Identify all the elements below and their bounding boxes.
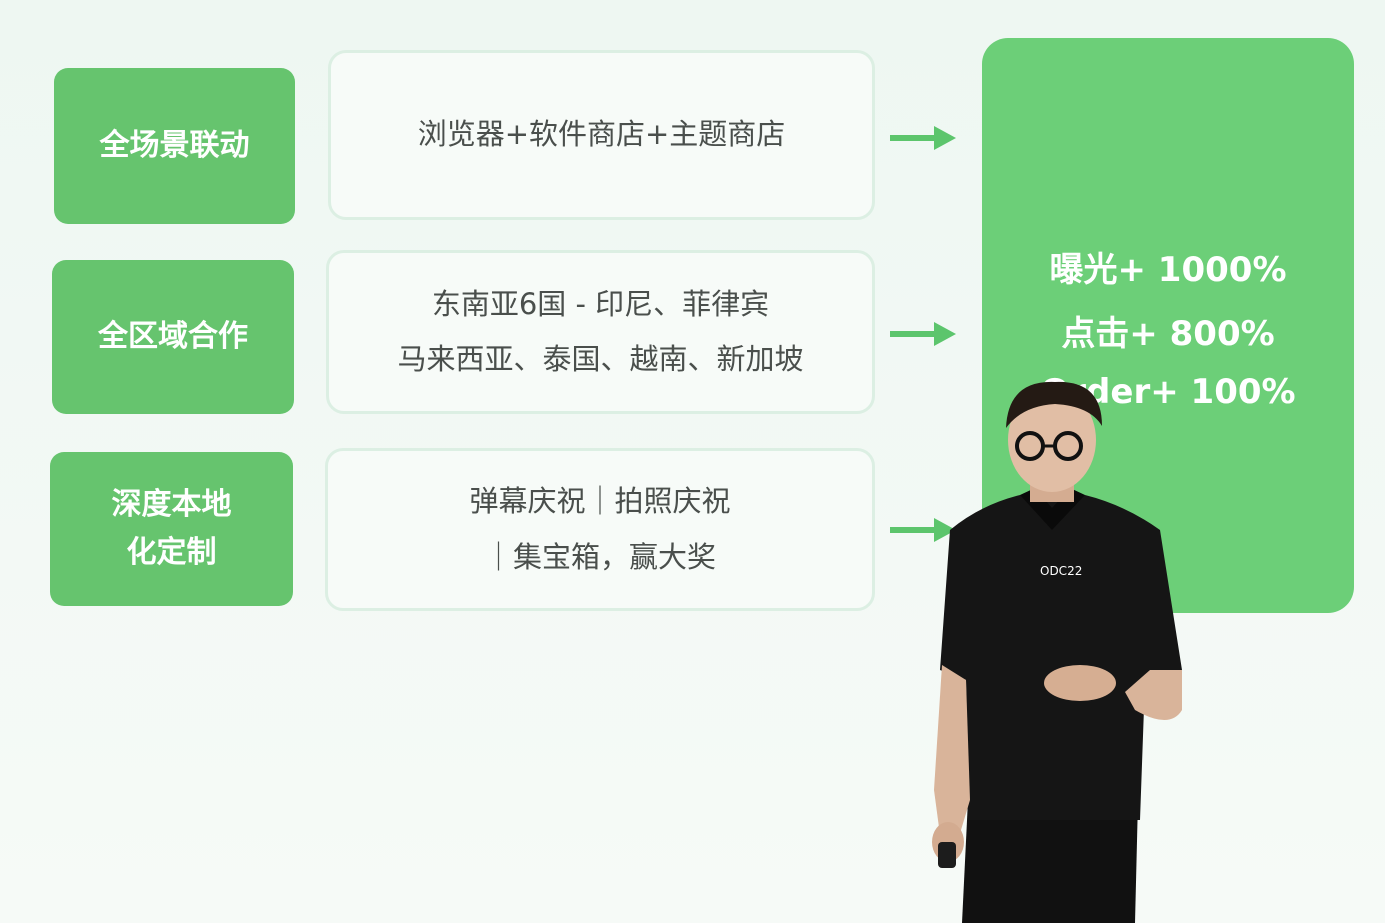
desc-text-line1: 东南亚6国 - 印尼、菲律宾 xyxy=(431,286,770,321)
result-exposure: 曝光+ 1000% xyxy=(1049,250,1287,290)
label-text: 全区域合作 xyxy=(98,319,248,354)
arrow-right-icon xyxy=(890,322,956,346)
desc-full-region-cooperation: 东南亚6国 - 印尼、菲律宾 马来西亚、泰国、越南、新加坡 xyxy=(326,250,875,414)
desc-text: 浏览器+软件商店+主题商店 xyxy=(417,117,786,152)
arrow-right-icon xyxy=(890,126,956,150)
label-text: 全场景联动 xyxy=(99,128,250,163)
desc-text-line2: 马来西亚、泰国、越南、新加坡 xyxy=(397,342,804,376)
speaker-person: ODC22 xyxy=(932,381,1182,923)
label-text-line1: 深度本地 xyxy=(111,487,232,522)
arrow-right-icon xyxy=(890,518,956,542)
label-panoramic-linkage: 全场景联动 xyxy=(54,68,295,224)
label-text-line2: 化定制 xyxy=(126,535,217,570)
label-deep-localization: 深度本地 化定制 xyxy=(50,452,293,606)
desc-text-line2: ｜集宝箱，赢大奖 xyxy=(483,539,716,574)
desc-panoramic-linkage: 浏览器+软件商店+主题商店 xyxy=(328,50,875,220)
shirt-logo-text: ODC22 xyxy=(1040,564,1082,578)
label-full-region-cooperation: 全区域合作 xyxy=(52,260,294,414)
desc-deep-localization: 弹幕庆祝｜拍照庆祝 ｜集宝箱，赢大奖 xyxy=(325,448,875,611)
desc-text-line1: 弹幕庆祝｜拍照庆祝 xyxy=(469,484,731,519)
result-clicks: 点击+ 800% xyxy=(1061,314,1275,354)
